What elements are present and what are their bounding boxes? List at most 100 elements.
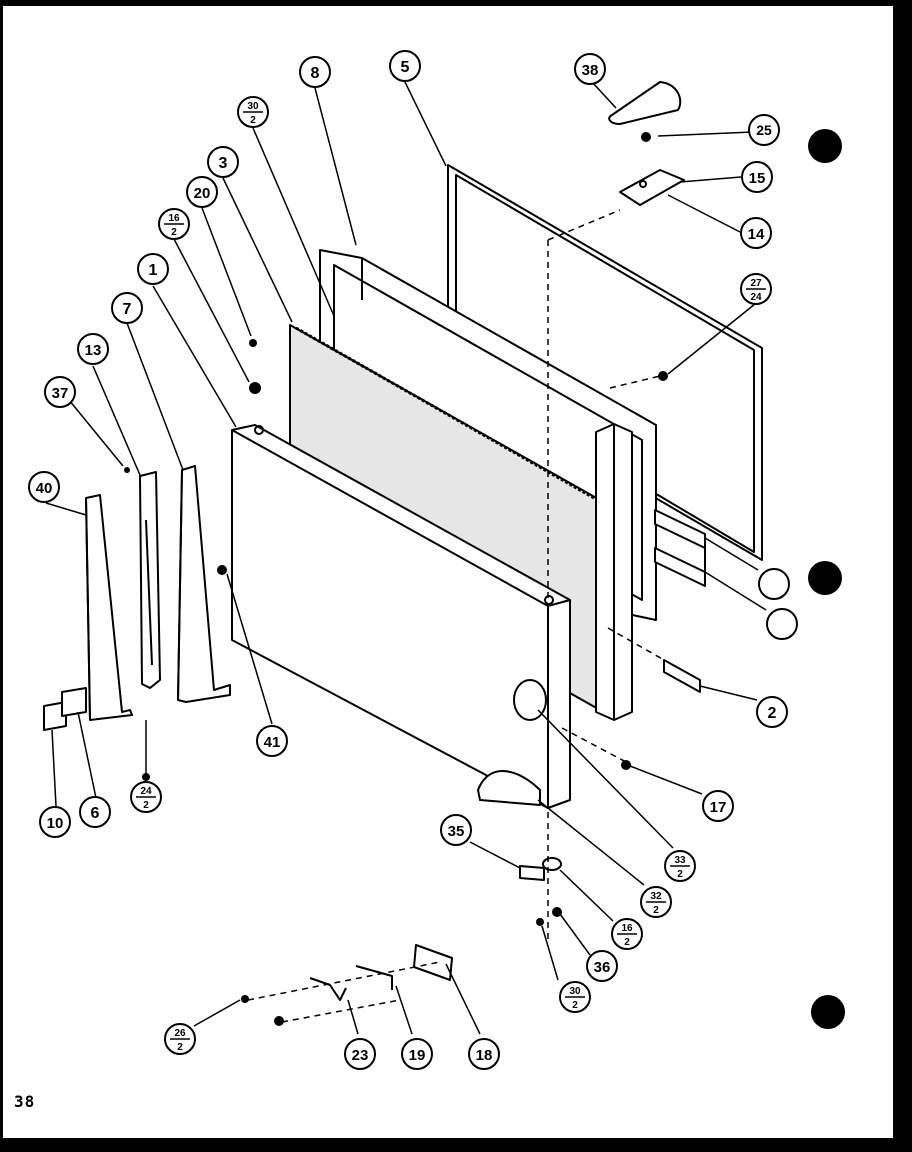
callout-35: 37 — [44, 376, 76, 408]
callout-2-label: 2 — [768, 705, 777, 722]
callout-36: 40 — [28, 471, 60, 503]
callout-32-2-den: 2 — [653, 905, 659, 916]
callout-16-2-upper-den: 2 — [171, 227, 177, 238]
callout-30-2-upper: 302 — [237, 96, 269, 128]
callout-31: 35 — [440, 814, 472, 846]
callout-1-label: 1 — [149, 262, 158, 279]
callout-26-2-den: 2 — [177, 1042, 183, 1053]
callout-30-2-lower-den: 2 — [572, 1000, 578, 1011]
callout-34: 36 — [586, 950, 618, 982]
callout-25: 25 — [748, 114, 780, 146]
callout-16-2-lower-den: 2 — [624, 937, 630, 948]
part-7-bracket — [177, 465, 231, 703]
callout-8-label: 8 — [311, 65, 320, 82]
part-19-bracket — [355, 965, 393, 990]
callout-14-label: 14 — [748, 226, 765, 243]
part-23-bracket — [413, 944, 453, 981]
callout-3: 3 — [207, 146, 239, 178]
callout-33-2-den: 2 — [677, 869, 683, 880]
callout-30-2-lower: 302 — [559, 981, 591, 1013]
part-13-hinge-plate — [139, 471, 161, 689]
callout-35-label: 37 — [52, 385, 69, 402]
callout-bubbles: 8 5 38 25 15 14 3 20 1 7 13 37 40 41 2 1… — [28, 50, 798, 1070]
callout-2: 2 — [756, 696, 788, 728]
callout-30-2-upper-num: 30 — [247, 101, 259, 112]
callout-17-label: 17 — [710, 799, 727, 816]
callout-18-label: 20 — [194, 185, 211, 202]
callout-15: 15 — [741, 161, 773, 193]
callout-5-label: 5 — [401, 59, 410, 76]
part-32-handle — [477, 770, 541, 806]
callout-36-label: 40 — [36, 480, 53, 497]
part-20-bracket — [309, 977, 347, 1001]
callout-32-2: 322 — [640, 886, 672, 918]
callout-30-2-lower-num: 30 — [569, 986, 581, 997]
callout-10-label: 10 — [47, 815, 64, 832]
callout-5: 5 — [389, 50, 421, 82]
callout-20: 23 — [344, 1038, 376, 1070]
callout-13: 13 — [77, 333, 109, 365]
callout-41 — [758, 568, 790, 600]
callout-15-label: 15 — [749, 170, 766, 187]
part-10-clip — [43, 701, 67, 731]
callout-17: 17 — [702, 790, 734, 822]
callout-8: 8 — [299, 56, 331, 88]
callout-14: 14 — [740, 217, 772, 249]
callout-33-2: 332 — [664, 850, 696, 882]
callout-23-label: 18 — [476, 1047, 493, 1064]
callout-16-2-lower-num: 16 — [621, 923, 633, 934]
callout-30-2-upper-den: 2 — [250, 115, 256, 126]
callout-26-2-num: 26 — [174, 1028, 186, 1039]
callout-38-label: 38 — [582, 62, 599, 79]
callout-6-label: 6 — [91, 805, 100, 822]
callout-33-2-num: 33 — [674, 855, 686, 866]
screws — [124, 132, 668, 1026]
callout-3-label: 3 — [219, 155, 228, 172]
callout-25-label: 25 — [756, 122, 772, 138]
callout-24-2-num: 24 — [140, 786, 152, 797]
callout-23: 18 — [468, 1038, 500, 1070]
part-38-hinge-cover — [608, 81, 682, 125]
callout-40 — [766, 608, 798, 640]
callout-1: 1 — [137, 253, 169, 285]
callout-27-24-den: 24 — [750, 292, 762, 303]
callout-20-label: 23 — [352, 1047, 369, 1064]
part-31-lower-hinge — [519, 857, 562, 881]
callout-34-label: 36 — [594, 959, 611, 976]
part-6-clip — [61, 687, 87, 717]
callout-13-label: 13 — [85, 342, 102, 359]
callout-19: 19 — [401, 1038, 433, 1070]
callout-7-label: 7 — [123, 301, 132, 318]
gasket-strip — [595, 423, 633, 721]
page-number: 38 — [14, 1092, 36, 1111]
callout-6: 6 — [79, 796, 111, 828]
callout-7: 7 — [111, 292, 143, 324]
callout-16-2-upper-num: 16 — [168, 213, 180, 224]
callout-19-label: 19 — [409, 1047, 426, 1064]
callout-37: 41 — [256, 725, 288, 757]
part-15-upper-hinge — [619, 169, 685, 206]
callout-16-2-lower: 162 — [611, 918, 643, 950]
part-2-bracket — [663, 659, 701, 693]
callout-32-2-num: 32 — [650, 891, 662, 902]
callout-10: 10 — [39, 806, 71, 838]
part-41-40-shelf-rails — [654, 509, 706, 587]
callout-37-label: 41 — [264, 734, 281, 751]
parts — [43, 81, 763, 1026]
part-36-side-trim — [85, 494, 133, 721]
callout-38: 38 — [574, 53, 606, 85]
callout-24-2: 242 — [130, 781, 162, 813]
callout-16-2-upper: 162 — [158, 208, 190, 240]
binder-holes — [808, 129, 845, 1029]
callout-27-24-num: 27 — [750, 278, 762, 289]
leader-lines — [45, 81, 767, 1035]
assembly-lines — [247, 209, 665, 1023]
callout-26-2: 262 — [164, 1023, 196, 1055]
callout-24-2-den: 2 — [143, 800, 149, 811]
callout-18: 20 — [186, 176, 218, 208]
callout-31-label: 35 — [448, 823, 465, 840]
